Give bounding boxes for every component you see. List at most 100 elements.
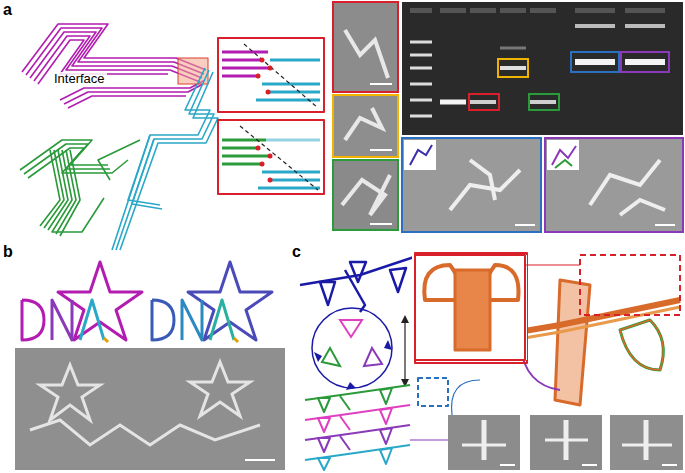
tem-images-a [333, 2, 398, 230]
illustration-shape [258, 187, 320, 190]
illustration-shape [268, 66, 273, 71]
illustration-shape [620, 200, 665, 215]
illustration-shape [64, 84, 203, 104]
illustration-shape [482, 420, 487, 460]
illustration-shape [244, 44, 318, 108]
illustration-shape [500, 8, 526, 13]
illustration-shape [222, 75, 258, 78]
illustration-shape [60, 150, 80, 236]
illustration-shape [380, 428, 392, 444]
illustration-shape [470, 100, 496, 104]
illustration-shape [210, 300, 234, 340]
panel-letter: c [292, 243, 301, 261]
illustration-shape [182, 300, 202, 340]
illustration-shape [116, 70, 214, 250]
illustration-shape [380, 388, 392, 404]
illustration-shape [404, 320, 405, 382]
illustration-shape [314, 352, 322, 362]
panel-letter: b [3, 243, 13, 261]
illustration-shape [80, 300, 104, 340]
illustration-shape [320, 282, 335, 305]
illustration-shape [152, 300, 174, 340]
illustration-shape [418, 378, 448, 406]
illustration-shape [625, 24, 665, 28]
illustration-shape [262, 171, 320, 174]
illustration-shape [112, 68, 210, 250]
illustration-shape [450, 170, 520, 210]
illustration-shape [256, 58, 273, 95]
illustration-shape [370, 223, 392, 225]
illustration-shape [380, 448, 392, 464]
illustration-shape [625, 59, 665, 65]
illustration-shape [222, 155, 270, 158]
illustration-shape [318, 438, 330, 452]
illustration-shape [571, 52, 619, 72]
illustration-shape [52, 300, 72, 340]
illustration-shape [469, 94, 499, 110]
illustration-shape [346, 382, 356, 390]
illustration-shape [218, 120, 324, 194]
illustration-shape [410, 67, 432, 70]
illustration-shape [410, 83, 432, 86]
illustration-shape [222, 59, 262, 62]
illustration-shape [222, 140, 270, 164]
illustration-shape [469, 52, 669, 110]
illustration-shape [545, 138, 683, 232]
star-dna-origami [22, 262, 272, 342]
illustration-shape [256, 146, 273, 183]
illustration-shape [345, 30, 388, 78]
illustration-shape [530, 8, 556, 13]
illustration-shape [30, 420, 260, 445]
illustration-shape [384, 340, 392, 350]
illustration-shape [268, 178, 273, 183]
illustration-shape [448, 415, 520, 470]
panel-letter: a [3, 1, 12, 19]
illustration-shape [402, 2, 683, 135]
illustration-shape [410, 54, 432, 57]
illustration-shape [500, 66, 526, 70]
illustration-shape [462, 444, 506, 447]
illustration-shape [452, 380, 480, 415]
illustration-shape [410, 41, 432, 44]
illustration-shape [500, 47, 526, 50]
illustration-shape [120, 72, 218, 250]
illustration-shape [620, 320, 663, 370]
illustration-shape [620, 320, 663, 370]
cyan-origami [112, 68, 218, 250]
illustration-shape [305, 445, 410, 470]
illustration-shape [256, 60, 320, 100]
illustration-shape [401, 315, 409, 323]
illustration-shape [530, 100, 556, 104]
assembled-stack [412, 253, 680, 415]
illustration-shape [644, 420, 649, 460]
illustration-shape [222, 51, 268, 54]
illustration-shape [190, 362, 250, 416]
illustration-shape [529, 94, 559, 110]
blue-origami [300, 255, 420, 312]
illustration-shape [240, 126, 318, 190]
illustration-shape [22, 300, 44, 340]
illustration-shape [440, 100, 466, 105]
illustration-shape [260, 162, 265, 167]
illustration-shape [525, 264, 580, 265]
illustration-shape [15, 348, 285, 470]
illustration-shape [545, 439, 588, 442]
illustration-shape [390, 268, 406, 292]
illustration-shape [104, 338, 108, 342]
illustration-shape [340, 436, 350, 450]
illustration-shape [318, 418, 330, 432]
illustration-shape [410, 8, 432, 13]
illustration-shape [655, 224, 675, 226]
illustration-shape [412, 255, 527, 360]
illustration-shape [364, 348, 382, 366]
illustration-shape [266, 139, 320, 142]
illustration-shape [575, 24, 615, 28]
illustration-shape [262, 83, 320, 86]
illustration-shape [404, 140, 436, 170]
illustration-shape [340, 416, 350, 430]
illustration-shape [610, 415, 683, 470]
illustration-shape [222, 139, 266, 142]
illustration-shape [104, 338, 238, 342]
illustration-shape [410, 42, 432, 116]
illustration-shape [256, 146, 261, 151]
